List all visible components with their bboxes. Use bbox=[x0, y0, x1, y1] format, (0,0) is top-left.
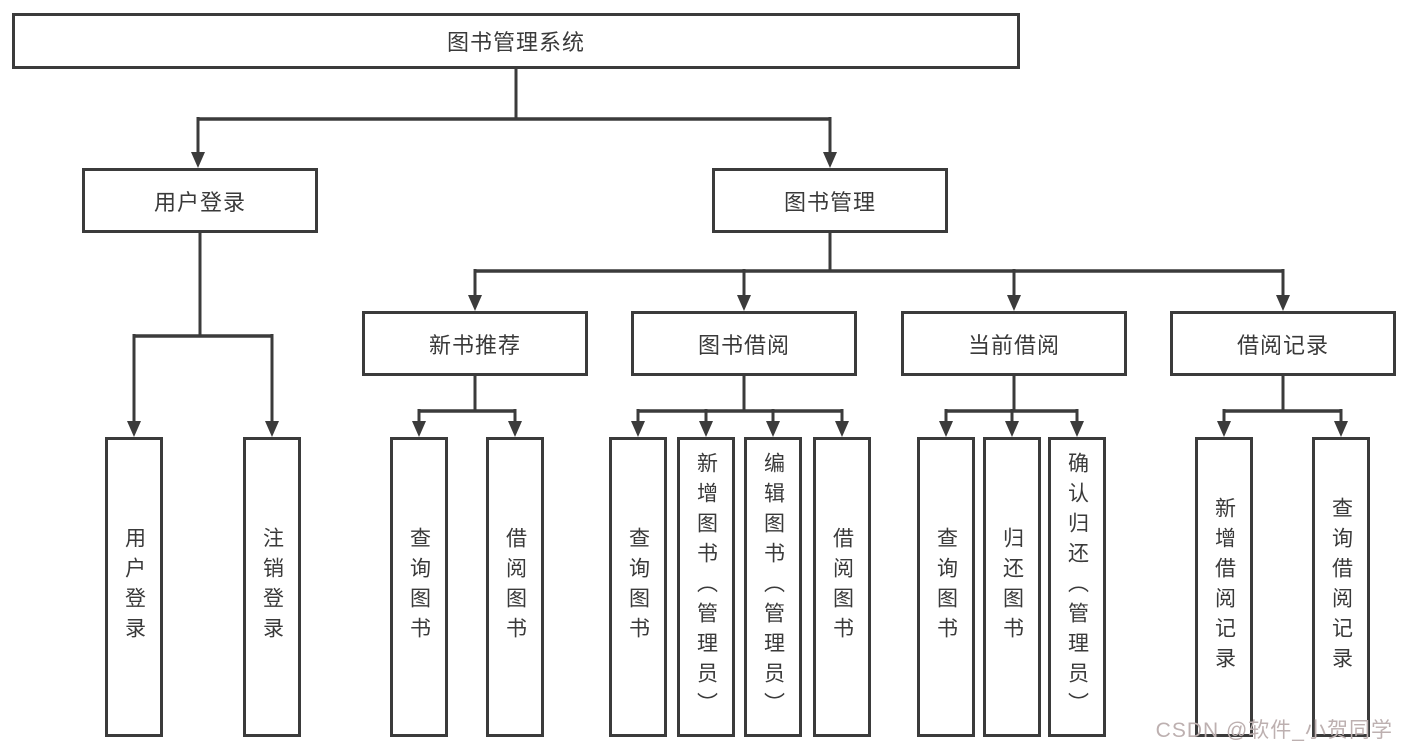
leaf-confirm-return-admin: 确认归还（管理员） bbox=[1048, 437, 1106, 737]
node-book-borrow: 图书借阅 bbox=[631, 311, 857, 376]
leaf-add-borrow-record: 新增借阅记录 bbox=[1195, 437, 1253, 737]
leaf-query-book-3: 查询图书 bbox=[917, 437, 975, 737]
node-new-book-recommend: 新书推荐 bbox=[362, 311, 588, 376]
node-user-login: 用户登录 bbox=[82, 168, 318, 233]
leaf-borrow-book-1: 借阅图书 bbox=[486, 437, 544, 737]
leaf-query-book-2: 查询图书 bbox=[609, 437, 667, 737]
leaf-borrow-book-2: 借阅图书 bbox=[813, 437, 871, 737]
connector-user-login bbox=[127, 233, 279, 437]
node-current-borrow: 当前借阅 bbox=[901, 311, 1127, 376]
node-borrow-record: 借阅记录 bbox=[1170, 311, 1396, 376]
leaf-query-book-1: 查询图书 bbox=[390, 437, 448, 737]
leaf-user-login: 用户登录 bbox=[105, 437, 163, 737]
leaf-query-borrow-record: 查询借阅记录 bbox=[1312, 437, 1370, 737]
leaf-edit-book-admin: 编辑图书（管理员） bbox=[744, 437, 802, 737]
connector-borrow-record bbox=[1217, 376, 1348, 437]
leaf-add-book-admin: 新增图书（管理员） bbox=[677, 437, 735, 737]
leaf-logout: 注销登录 bbox=[243, 437, 301, 737]
connector-current-borrow bbox=[939, 376, 1084, 437]
connector-book-management bbox=[468, 233, 1290, 311]
connector-new-book bbox=[412, 376, 522, 437]
node-book-management: 图书管理 bbox=[712, 168, 948, 233]
connector-book-borrow bbox=[631, 376, 849, 437]
connector-root bbox=[191, 69, 837, 168]
leaf-return-book: 归还图书 bbox=[983, 437, 1041, 737]
node-root-system: 图书管理系统 bbox=[12, 13, 1020, 69]
